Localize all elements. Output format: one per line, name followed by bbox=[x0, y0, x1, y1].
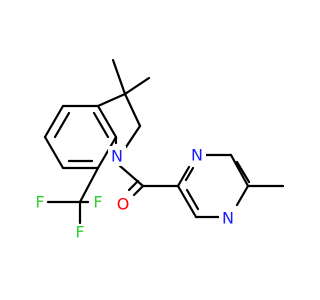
label-background bbox=[108, 146, 126, 166]
bond bbox=[127, 179, 140, 192]
background bbox=[0, 0, 300, 300]
label-background bbox=[219, 208, 237, 228]
molecule-structure: N O N N F F F bbox=[0, 0, 300, 300]
atom-o-carbonyl: O bbox=[117, 195, 130, 214]
bond bbox=[118, 164, 145, 188]
bond bbox=[235, 160, 251, 184]
bond bbox=[53, 111, 71, 139]
atom-f-bottom: F bbox=[75, 223, 84, 242]
atom-n-pyrazine-top: N bbox=[191, 146, 203, 165]
bond bbox=[123, 92, 142, 128]
atom-n-indoline: N bbox=[111, 147, 123, 166]
bond bbox=[184, 166, 195, 182]
bonds bbox=[43, 58, 285, 225]
label-background bbox=[114, 194, 132, 214]
bond bbox=[96, 92, 127, 108]
atom-f-right: F bbox=[93, 193, 102, 212]
atom-n-pyrazine-bottom: N bbox=[222, 209, 234, 228]
bond bbox=[229, 153, 250, 188]
bond bbox=[43, 104, 65, 139]
bond bbox=[176, 165, 191, 188]
bond bbox=[78, 166, 100, 204]
bond bbox=[111, 58, 127, 96]
bond bbox=[96, 104, 118, 139]
bond bbox=[123, 76, 151, 96]
bond bbox=[235, 184, 250, 207]
bond bbox=[43, 135, 65, 170]
bond bbox=[92, 111, 110, 139]
bond bbox=[96, 135, 118, 170]
bond bbox=[176, 184, 198, 219]
atom-f-left: F bbox=[35, 193, 44, 212]
label-background bbox=[188, 145, 206, 165]
atom-labels: N O N N F F F bbox=[35, 145, 237, 242]
bond bbox=[185, 188, 200, 211]
bond bbox=[124, 124, 142, 149]
bond bbox=[132, 184, 145, 197]
